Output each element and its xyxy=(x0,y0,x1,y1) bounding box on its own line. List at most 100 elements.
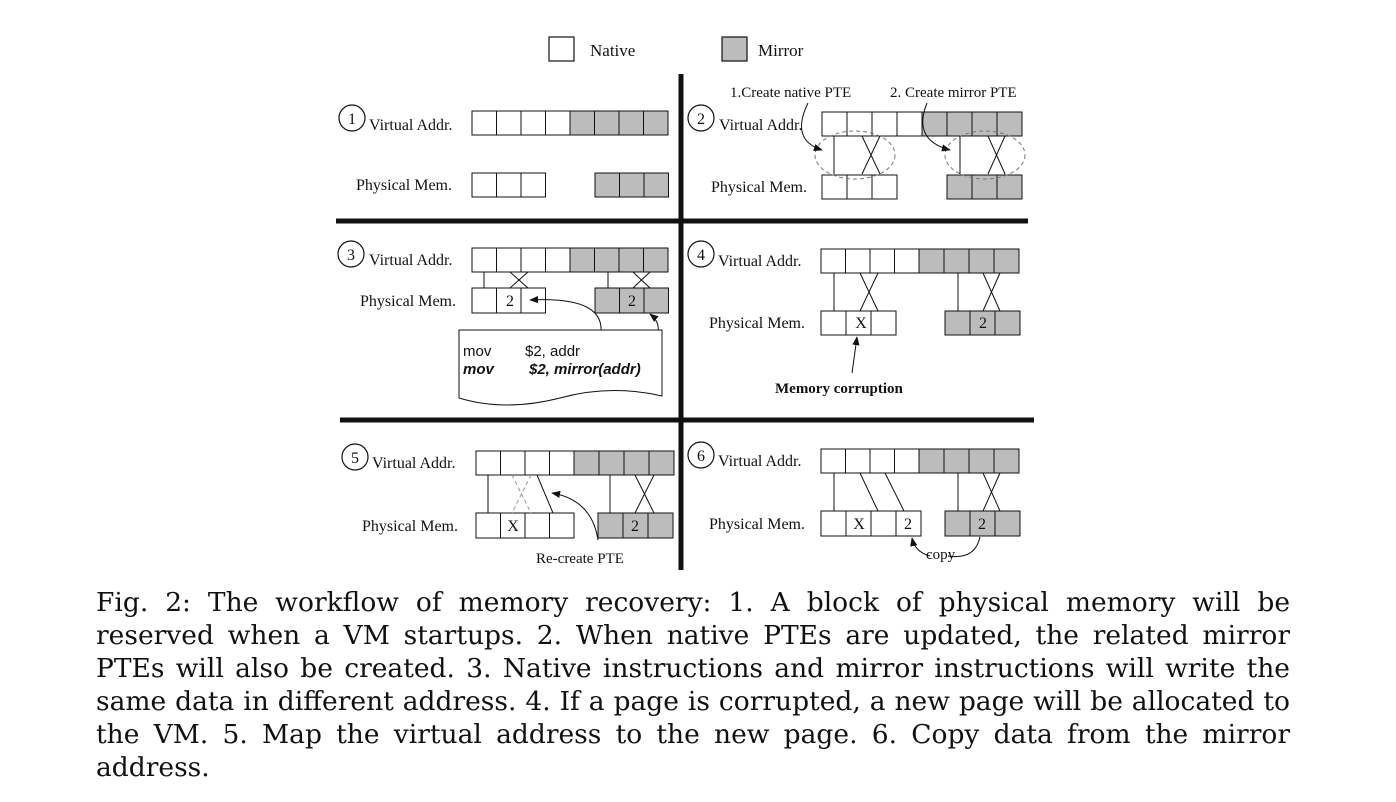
p1-virtual-native-strip xyxy=(471,110,571,136)
memory-cell xyxy=(496,247,522,273)
memory-cells xyxy=(471,110,1023,539)
memory-cell xyxy=(820,310,847,336)
memory-cell xyxy=(820,448,846,474)
code-line-1-args: $2, addr xyxy=(525,343,580,360)
memory-cell xyxy=(569,247,595,273)
memory-cell xyxy=(594,247,620,273)
memory-cell xyxy=(496,110,522,136)
step-5-marker: 5 xyxy=(341,443,369,471)
memory-cell xyxy=(845,310,872,336)
memory-cell xyxy=(994,510,1021,537)
panel-3-virtual-label: Virtual Addr. xyxy=(369,252,452,269)
create-mirror-pte-label: 2. Create mirror PTE xyxy=(890,85,1017,101)
p2-virtual-mirror-strip xyxy=(921,111,1023,137)
panel-6-physical-label: Physical Mem. xyxy=(709,516,805,533)
panel-5-physical-label: Physical Mem. xyxy=(362,518,458,535)
memory-cell xyxy=(471,287,497,314)
memory-cell xyxy=(475,450,501,476)
memory-cell xyxy=(569,110,595,136)
memory-cell xyxy=(993,248,1020,274)
memory-cell xyxy=(894,448,920,474)
memory-cell xyxy=(869,448,895,474)
panel-4-mirror-value: 2 xyxy=(979,315,987,332)
memory-cell xyxy=(471,110,497,136)
memory-cell xyxy=(821,174,848,200)
memory-cell xyxy=(520,172,546,198)
memory-cell xyxy=(643,110,669,136)
memory-cell xyxy=(545,110,571,136)
panel-4-physical-label: Physical Mem. xyxy=(709,315,805,332)
panel-6-virtual-label: Virtual Addr. xyxy=(718,453,801,470)
memory-cell xyxy=(648,450,675,476)
memory-cell xyxy=(573,450,600,476)
memory-cell xyxy=(524,512,550,539)
memory-cell xyxy=(943,448,970,474)
step-3-marker: 3 xyxy=(337,240,365,268)
memory-cell xyxy=(496,172,522,198)
panel-2-physical-label: Physical Mem. xyxy=(711,179,807,196)
memory-cell xyxy=(500,450,526,476)
memory-cell xyxy=(496,287,522,314)
memory-cell xyxy=(969,310,996,336)
svg-text:2: 2 xyxy=(697,111,705,128)
step-1-marker: 1 xyxy=(338,104,366,132)
memory-cell xyxy=(549,450,575,476)
copy-label: copy xyxy=(926,547,956,563)
legend-mirror-label: Mirror xyxy=(758,41,804,60)
panel-3-mirror-value: 2 xyxy=(628,293,636,310)
p2-virtual-native-strip xyxy=(821,111,923,137)
memory-cell xyxy=(643,247,669,273)
p5-virtual-mirror-strip xyxy=(573,450,675,476)
memory-cell xyxy=(845,248,871,274)
p4-virtual-mirror-strip xyxy=(918,248,1020,274)
legend: Native Mirror xyxy=(548,36,804,62)
memory-cell xyxy=(643,287,669,314)
memory-cell xyxy=(623,450,650,476)
memory-cell xyxy=(968,248,995,274)
memory-cell xyxy=(471,247,497,273)
code-line-2-args: $2, mirror(addr) xyxy=(528,361,641,378)
memory-cell xyxy=(996,174,1023,200)
panel-4-mappings xyxy=(833,272,1001,374)
p1-virtual-mirror-strip xyxy=(569,110,669,136)
recreate-pte-label: Re-create PTE xyxy=(536,551,624,567)
memory-cell xyxy=(969,510,996,537)
legend-native-swatch xyxy=(548,36,575,62)
p3-virtual-mirror-strip xyxy=(569,247,669,273)
memory-cell xyxy=(871,111,898,137)
memory-cell xyxy=(944,510,971,537)
p5-physical-mirror-strip xyxy=(597,512,674,539)
p4-virtual-native-strip xyxy=(820,248,920,274)
p6-virtual-native-strip xyxy=(820,448,920,474)
svg-text:5: 5 xyxy=(351,450,359,467)
p2-physical-mirror-strip xyxy=(946,174,1023,200)
memory-cell xyxy=(870,310,897,336)
memory-cell xyxy=(597,512,624,539)
panel-5-mirror-value: 2 xyxy=(631,518,639,535)
svg-text:4: 4 xyxy=(697,247,705,264)
panel-1-physical-label: Physical Mem. xyxy=(356,177,452,194)
p3-virtual-native-strip xyxy=(471,247,571,273)
memory-cell xyxy=(918,448,945,474)
svg-text:3: 3 xyxy=(347,247,355,264)
step-6-marker: 6 xyxy=(687,441,715,469)
memory-cell xyxy=(946,174,973,200)
p6-physical-mirror-strip xyxy=(944,510,1021,537)
memory-cell xyxy=(549,512,575,539)
panel-3-native-value: 2 xyxy=(506,293,514,310)
panel-1-virtual-label: Virtual Addr. xyxy=(369,117,452,134)
p2-physical-native-strip xyxy=(821,174,898,200)
memory-cell xyxy=(471,172,497,198)
memory-cell xyxy=(845,510,872,537)
p1-physical-native-strip xyxy=(471,172,546,198)
memory-cell xyxy=(524,450,550,476)
p3-physical-mirror-strip xyxy=(594,287,669,314)
panel-4-virtual-label: Virtual Addr. xyxy=(718,253,801,270)
memory-corruption-label: Memory corruption xyxy=(775,381,904,397)
p4-physical-native-strip xyxy=(820,310,897,336)
svg-text:6: 6 xyxy=(697,448,705,465)
panel-6-mirror-value: 2 xyxy=(978,516,986,533)
memory-cell xyxy=(896,111,923,137)
memory-cell xyxy=(619,172,645,198)
step-4-marker: 4 xyxy=(687,240,715,268)
